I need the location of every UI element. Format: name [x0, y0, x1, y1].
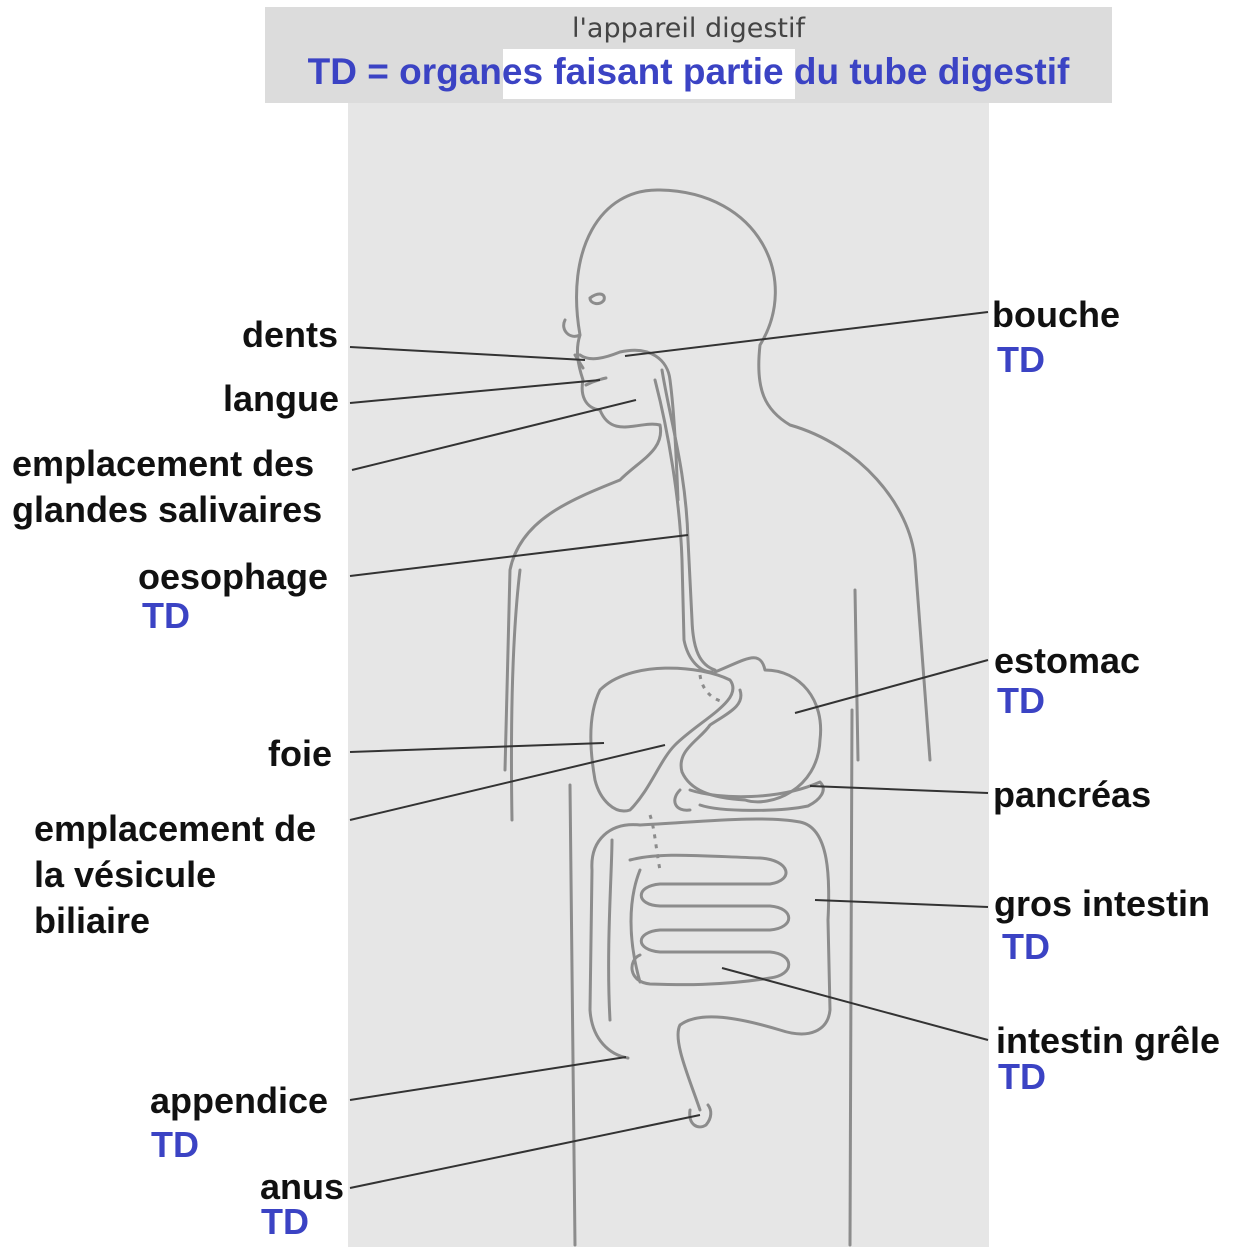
td-intestin-grele: TD [998, 1057, 1046, 1097]
leader-pancreas [810, 786, 988, 793]
cardia-dashes [700, 675, 725, 702]
label-vesicule-line1: emplacement de [34, 806, 316, 852]
leader-langue [350, 380, 600, 403]
label-bouche: bouche [992, 292, 1120, 338]
leader-glandes [352, 400, 636, 470]
label-oesophage: oesophage [138, 554, 328, 600]
label-glandes-line1: emplacement des [12, 441, 314, 487]
label-pancreas: pancréas [993, 772, 1151, 818]
pancreas-outline [675, 782, 823, 810]
td-anus: TD [261, 1202, 309, 1242]
leader-anus [350, 1115, 700, 1188]
label-vesicule-line2: la vésicule [34, 852, 216, 898]
td-estomac: TD [997, 681, 1045, 721]
leader-dents [350, 347, 585, 360]
leader-foie [350, 743, 604, 752]
label-appendice: appendice [150, 1078, 328, 1124]
liver-outline [591, 668, 733, 811]
small-intestine-outline [630, 855, 789, 984]
leader-gros-intestin [815, 900, 988, 907]
label-dents: dents [242, 312, 338, 358]
td-bouche: TD [997, 340, 1045, 380]
td-oesophage: TD [142, 596, 190, 636]
td-appendice: TD [151, 1125, 199, 1165]
stomach-outline [681, 658, 821, 802]
eye [590, 294, 604, 304]
td-gros-intestin: TD [1002, 927, 1050, 967]
leader-intestin-grele [722, 968, 988, 1040]
label-vesicule-line3: biliaire [34, 898, 150, 944]
leader-appendice [350, 1057, 626, 1100]
leader-bouche [625, 312, 988, 356]
label-gros-intestin: gros intestin [994, 881, 1210, 927]
label-foie: foie [268, 731, 332, 777]
oesophagus-outline [655, 370, 715, 672]
body-outline [505, 190, 930, 1245]
label-langue: langue [223, 376, 339, 422]
large-intestine-outline [590, 819, 830, 1110]
leader-estomac [795, 660, 988, 713]
label-estomac: estomac [994, 638, 1140, 684]
label-glandes-line2: glandes salivaires [12, 487, 322, 533]
